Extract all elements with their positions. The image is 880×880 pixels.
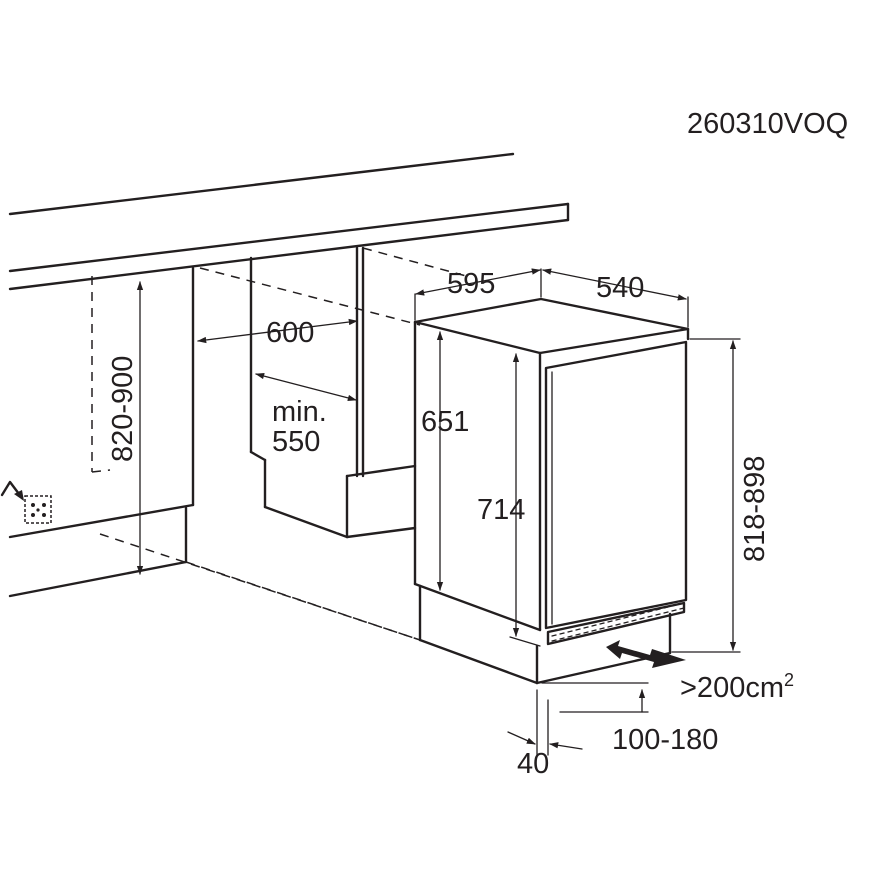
dim-plinth-setback: 40	[517, 748, 549, 780]
dim-cabinet-height: 714	[477, 494, 525, 526]
model-code: 260310VOQ	[687, 108, 848, 140]
dim-niche-depth-min: min.	[272, 396, 327, 428]
dim-door-height: 651	[421, 406, 469, 438]
ventilation-grille	[546, 601, 686, 646]
countertop	[8, 152, 570, 291]
dim-niche-depth: 550	[272, 426, 320, 458]
dimension-lines	[136, 268, 741, 756]
left-cabinet	[8, 266, 195, 598]
dim-niche-height: 820-900	[107, 356, 139, 462]
niche-outline-dashed	[91, 247, 471, 641]
ventilation-superscript: 2	[784, 670, 794, 690]
appliance	[413, 297, 690, 685]
dim-cabinet-width: 595	[447, 268, 495, 300]
ventilation-area: >200cm	[680, 672, 784, 704]
dim-cabinet-depth: 540	[596, 272, 644, 304]
dim-niche-width: 600	[266, 317, 314, 349]
airflow-arrow-icon	[606, 640, 686, 668]
ventilation-area-label: >200cm2	[680, 670, 794, 704]
power-socket-icon	[0, 480, 52, 524]
dim-overall-height: 818-898	[739, 456, 771, 562]
dim-plinth-height: 100-180	[612, 724, 718, 756]
niche-walls	[249, 246, 417, 539]
